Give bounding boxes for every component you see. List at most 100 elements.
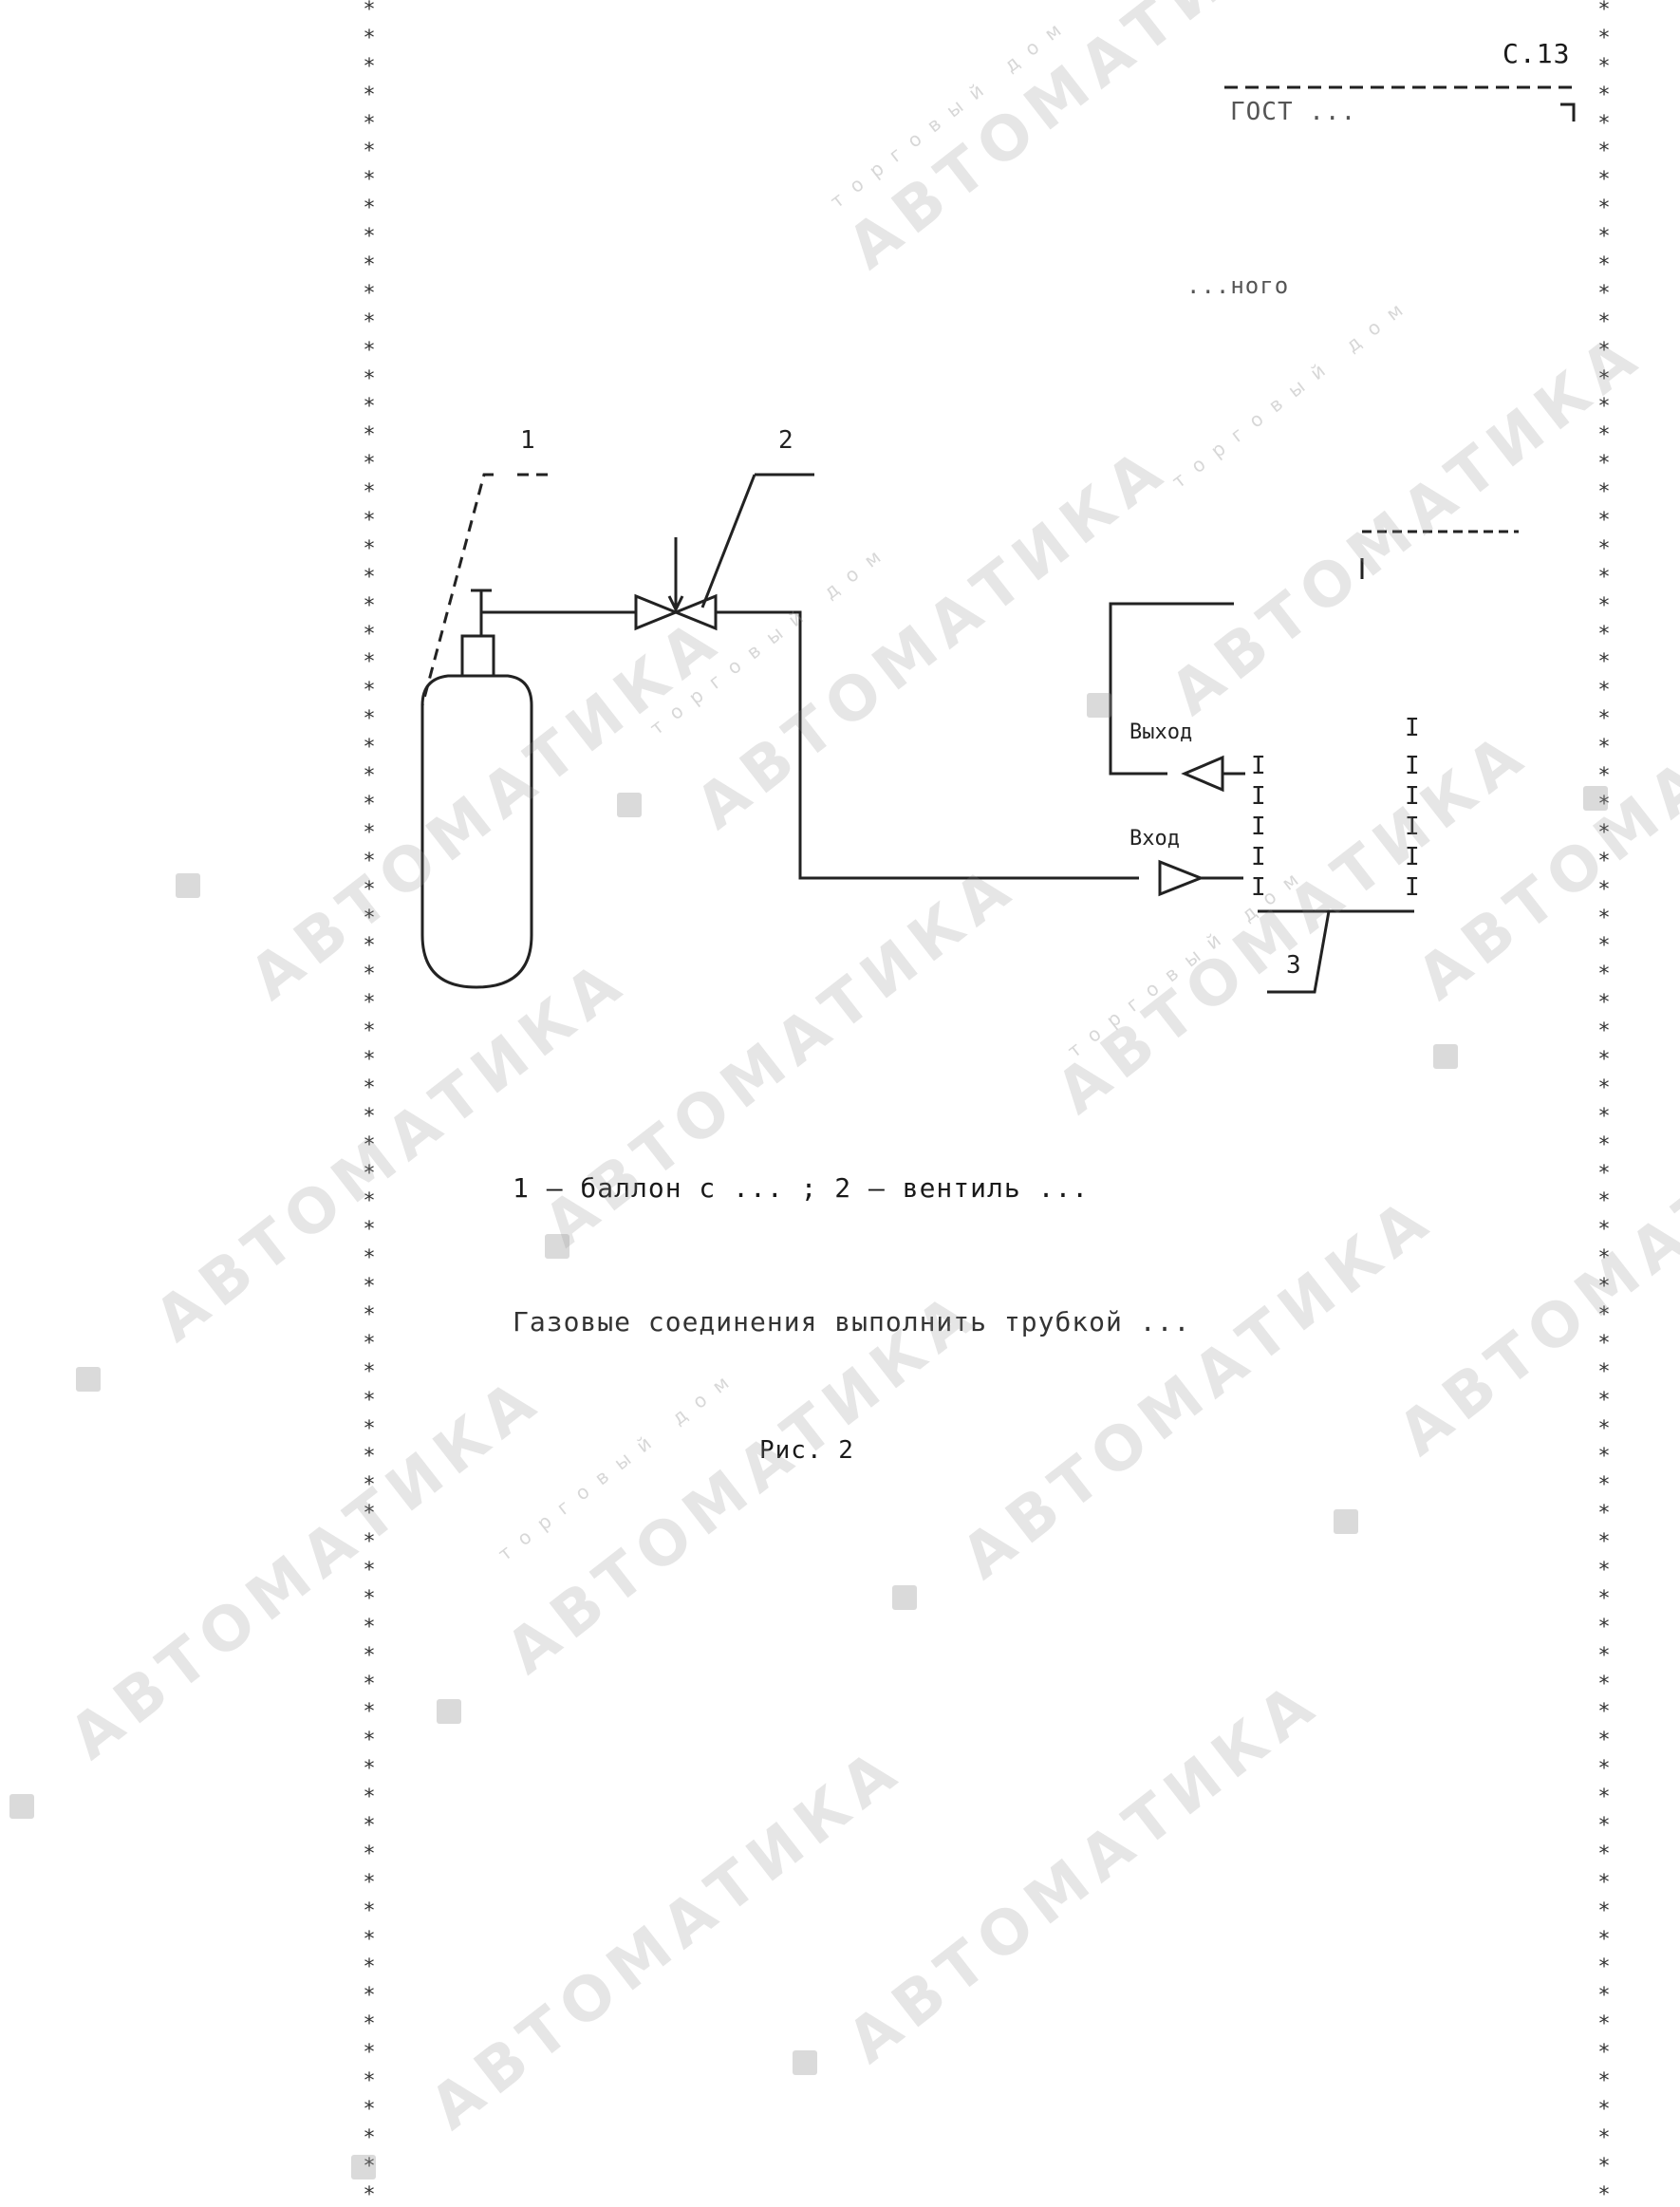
border-asterisk: * <box>1597 1842 1611 1866</box>
border-asterisk: * <box>1597 2125 1611 2150</box>
border-asterisk: * <box>363 480 376 505</box>
border-asterisk: * <box>363 1047 376 1072</box>
watermark-logo-icon <box>1433 1044 1458 1069</box>
leader-1 <box>420 473 551 706</box>
border-asterisk: * <box>1597 1047 1611 1072</box>
border-asterisk: * <box>363 1672 376 1696</box>
border-asterisk: * <box>363 366 376 391</box>
watermark-logo-icon <box>176 873 200 898</box>
border-asterisk: * <box>363 536 376 561</box>
watermark-logo-icon <box>617 793 642 817</box>
svg-text:I: I <box>1405 873 1420 902</box>
cylinder-neck <box>460 634 495 676</box>
border-asterisk: * <box>1597 1729 1611 1753</box>
border-asterisk: * <box>363 764 376 789</box>
figure-note: Газовые соединения выполнить трубкой ... <box>513 1306 1191 1337</box>
border-asterisk: * <box>363 906 376 930</box>
border-asterisk: * <box>363 83 376 107</box>
border-asterisk: * <box>363 1700 376 1725</box>
watermark-logo-icon <box>9 1794 34 1819</box>
watermark-logo-icon <box>351 2155 376 2179</box>
watermark-logo-icon <box>1583 786 1608 811</box>
border-asterisk: * <box>363 1502 376 1526</box>
svg-text:I: I <box>1251 873 1266 902</box>
border-asterisk: * <box>363 0 376 22</box>
border-asterisk: * <box>1597 1161 1611 1186</box>
border-asterisk: * <box>363 1643 376 1668</box>
border-asterisk: * <box>1597 1530 1611 1555</box>
border-asterisk: * <box>363 395 376 420</box>
callout-2: 2 <box>778 426 793 455</box>
watermark-logo-icon <box>793 2050 817 2075</box>
border-asterisk: * <box>363 991 376 1016</box>
border-asterisk: * <box>1597 54 1611 79</box>
border-asterisk: * <box>363 820 376 845</box>
leader-2 <box>700 473 814 608</box>
svg-text:I: I <box>1251 813 1266 841</box>
right-asterisk-border: ****************************************… <box>1593 0 1615 2206</box>
border-asterisk: * <box>1597 1473 1611 1498</box>
border-asterisk: * <box>1597 83 1611 107</box>
border-asterisk: * <box>363 338 376 363</box>
watermark-logo-icon <box>437 1699 461 1724</box>
border-asterisk: * <box>363 1729 376 1753</box>
border-asterisk: * <box>363 1445 376 1469</box>
border-asterisk: * <box>1597 792 1611 816</box>
border-asterisk: * <box>1597 1445 1611 1469</box>
border-asterisk: * <box>363 2125 376 2150</box>
border-asterisk: * <box>1597 1302 1611 1327</box>
valve-left-triangle <box>634 593 680 631</box>
border-asterisk: * <box>1597 1870 1611 1895</box>
border-asterisk: * <box>1597 679 1611 703</box>
border-asterisk: * <box>363 281 376 306</box>
border-asterisk: * <box>363 509 376 533</box>
border-asterisk: * <box>1597 1246 1611 1271</box>
border-asterisk: * <box>1597 1075 1611 1100</box>
border-asterisk: * <box>1597 253 1611 278</box>
document-code: ГОСТ ... <box>1230 98 1357 126</box>
border-asterisk: * <box>1597 1586 1611 1611</box>
border-asterisk: * <box>1597 622 1611 646</box>
border-asterisk: * <box>1597 2041 1611 2066</box>
border-asterisk: * <box>1597 849 1611 873</box>
callout-1: 1 <box>520 426 535 455</box>
border-asterisk: * <box>1597 1955 1611 1980</box>
border-asterisk: * <box>363 679 376 703</box>
title-fragment: ...ного <box>1186 272 1290 299</box>
border-asterisk: * <box>363 1275 376 1300</box>
border-asterisk: * <box>1597 0 1611 22</box>
border-asterisk: * <box>363 1331 376 1356</box>
border-asterisk: * <box>1597 1615 1611 1639</box>
border-asterisk: * <box>363 1075 376 1100</box>
border-asterisk: * <box>1597 1359 1611 1384</box>
border-asterisk: * <box>1597 963 1611 987</box>
svg-text:I: I <box>1405 752 1420 780</box>
outlet-arrow <box>1181 755 1224 793</box>
border-asterisk: * <box>363 622 376 646</box>
border-asterisk: * <box>363 196 376 221</box>
border-asterisk: * <box>363 1218 376 1243</box>
border-asterisk: * <box>1597 1189 1611 1214</box>
border-asterisk: * <box>1597 2012 1611 2037</box>
outlet-label: Выход <box>1129 720 1192 744</box>
border-asterisk: * <box>1597 2182 1611 2207</box>
border-asterisk: * <box>1597 395 1611 420</box>
border-asterisk: * <box>363 1814 376 1838</box>
border-asterisk: * <box>1597 1898 1611 1923</box>
border-asterisk: * <box>363 1019 376 1044</box>
border-asterisk: * <box>1597 707 1611 732</box>
border-asterisk: * <box>363 1757 376 1782</box>
border-asterisk: * <box>363 1615 376 1639</box>
leader-3 <box>1267 910 1331 994</box>
border-asterisk: * <box>363 1927 376 1952</box>
border-asterisk: * <box>363 1558 376 1582</box>
border-asterisk: * <box>1597 480 1611 505</box>
border-asterisk: * <box>1597 309 1611 334</box>
border-asterisk: * <box>1597 934 1611 959</box>
svg-text:I: I <box>1251 752 1266 780</box>
border-asterisk: * <box>363 1359 376 1384</box>
left-asterisk-border: ****************************************… <box>358 0 381 2206</box>
border-asterisk: * <box>363 225 376 250</box>
border-asterisk: * <box>1597 906 1611 930</box>
